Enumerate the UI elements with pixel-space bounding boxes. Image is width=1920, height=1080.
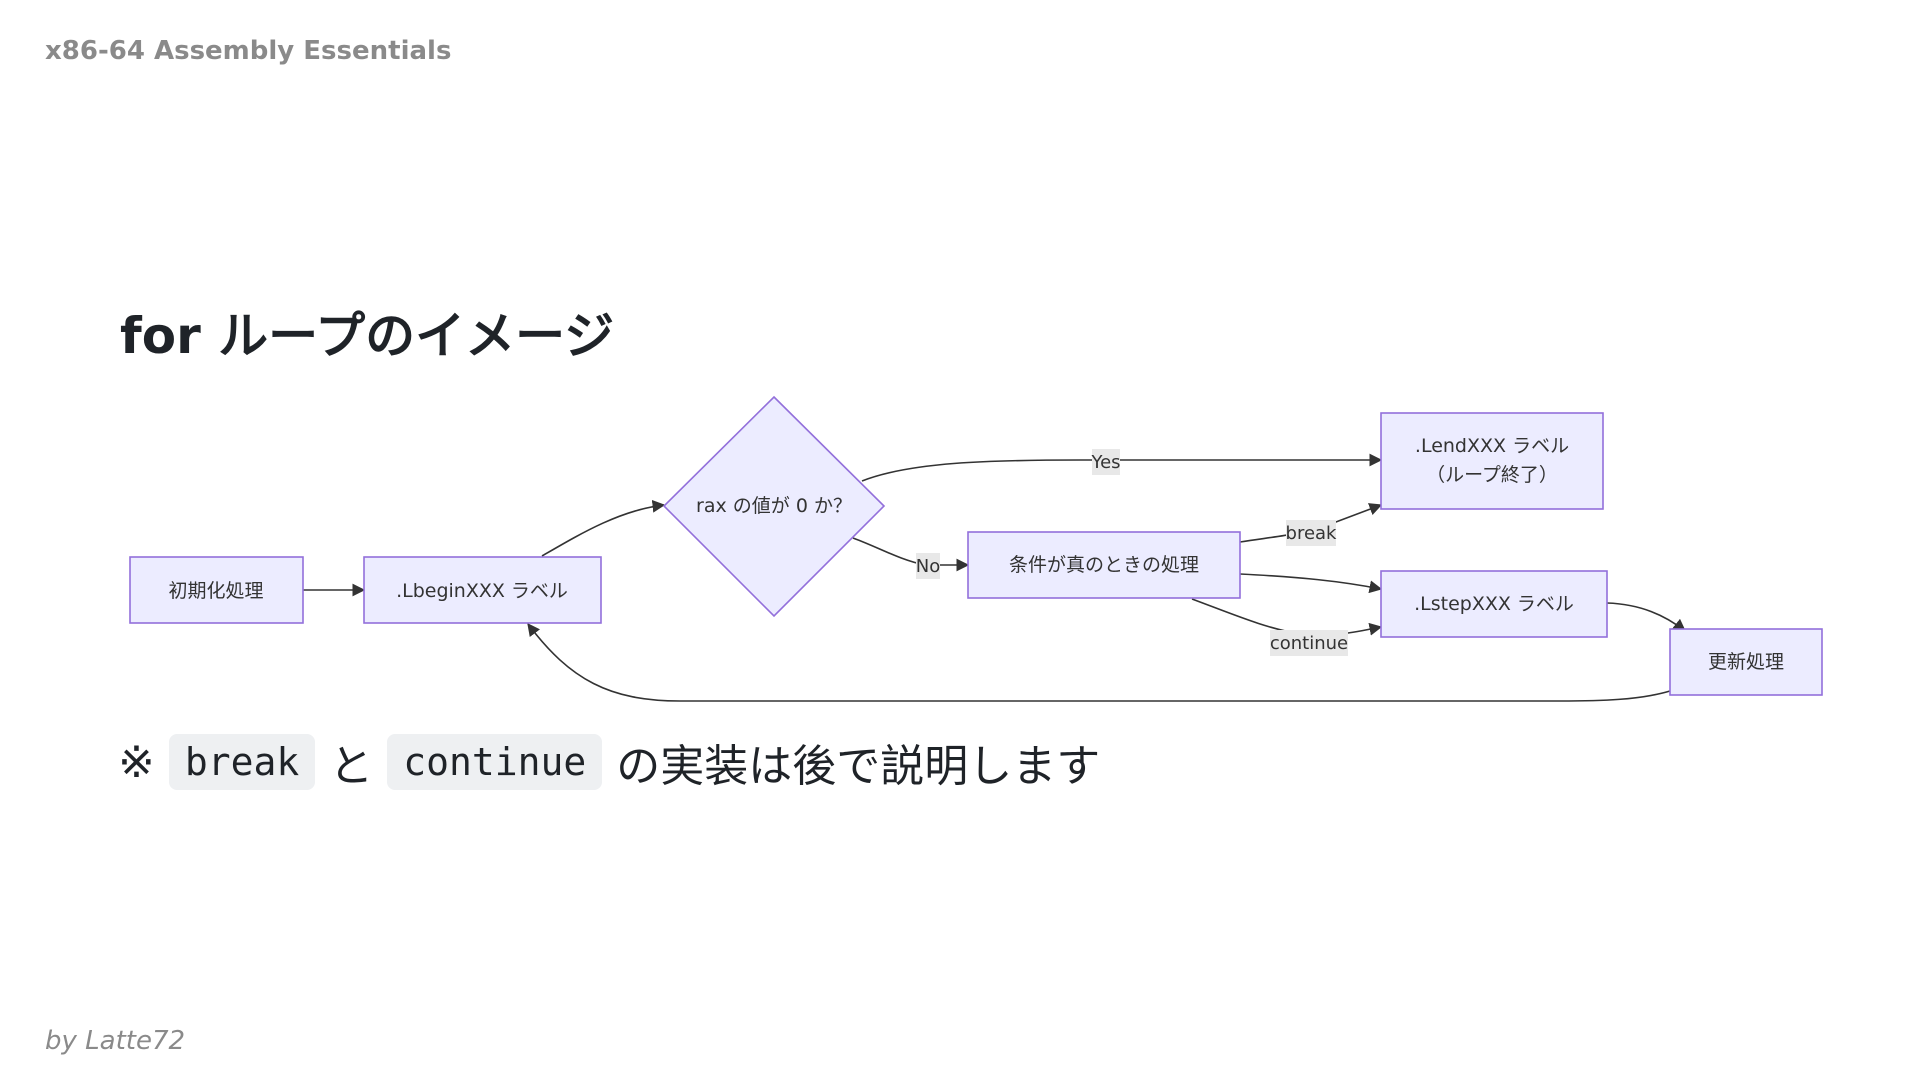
svg-text:continue: continue xyxy=(1270,633,1348,654)
node-body: 条件が真のときの処理 xyxy=(967,531,1241,599)
note-connector: と xyxy=(329,741,374,792)
author-credit: by Latte72 xyxy=(45,1026,186,1056)
note-tail: の実装は後で説明します xyxy=(616,741,1101,792)
svg-text:条件が真のときの処理: 条件が真のときの処理 xyxy=(1009,554,1199,576)
svg-text:.LbeginXXX ラベル: .LbeginXXX ラベル xyxy=(396,580,568,602)
node-init: 初期化処理 xyxy=(129,556,304,624)
edge-step-to-update xyxy=(1606,602,1686,632)
note-mark: ※ xyxy=(118,736,155,788)
svg-text:.LstepXXX ラベル: .LstepXXX ラベル xyxy=(1414,593,1574,615)
edge-begin-to-cond xyxy=(541,499,666,557)
svg-text:break: break xyxy=(1286,523,1338,544)
svg-text:No: No xyxy=(916,556,940,577)
svg-text:rax の値が 0 か？: rax の値が 0 か？ xyxy=(696,495,852,517)
node-end-label: .LendXXX ラベル （ループ終了） xyxy=(1380,412,1604,510)
edge-label-break: break xyxy=(1286,520,1338,546)
svg-text:更新処理: 更新処理 xyxy=(1708,651,1784,673)
code-break: break xyxy=(168,734,316,790)
edge-body-to-step xyxy=(1239,573,1383,594)
edge-label-yes: Yes xyxy=(1090,449,1121,475)
slide-title: for ループのイメージ xyxy=(120,307,615,365)
svg-text:.LendXXX ラベル: .LendXXX ラベル xyxy=(1415,435,1569,457)
node-update: 更新処理 xyxy=(1669,628,1823,696)
svg-text:Yes: Yes xyxy=(1090,452,1120,473)
deck-title: x86-64 Assembly Essentials xyxy=(45,36,452,66)
edge-body-continue-to-step xyxy=(1191,598,1383,637)
edge-update-to-begin xyxy=(527,622,1671,702)
edge-label-continue: continue xyxy=(1270,630,1348,656)
node-condition: rax の値が 0 か？ xyxy=(662,395,886,618)
code-continue: continue xyxy=(387,734,603,790)
svg-text:（ループ終了）: （ループ終了） xyxy=(1426,464,1558,486)
edge-cond-no-to-body xyxy=(852,537,970,572)
svg-text:初期化処理: 初期化処理 xyxy=(168,580,263,602)
node-step-label: .LstepXXX ラベル xyxy=(1380,570,1608,638)
edge-cond-yes-to-end xyxy=(861,453,1383,482)
node-begin-label: .LbeginXXX ラベル xyxy=(363,556,602,624)
implementation-note: ※ break と continue の実装は後で説明します xyxy=(118,730,1100,794)
edge-label-no: No xyxy=(916,553,940,579)
